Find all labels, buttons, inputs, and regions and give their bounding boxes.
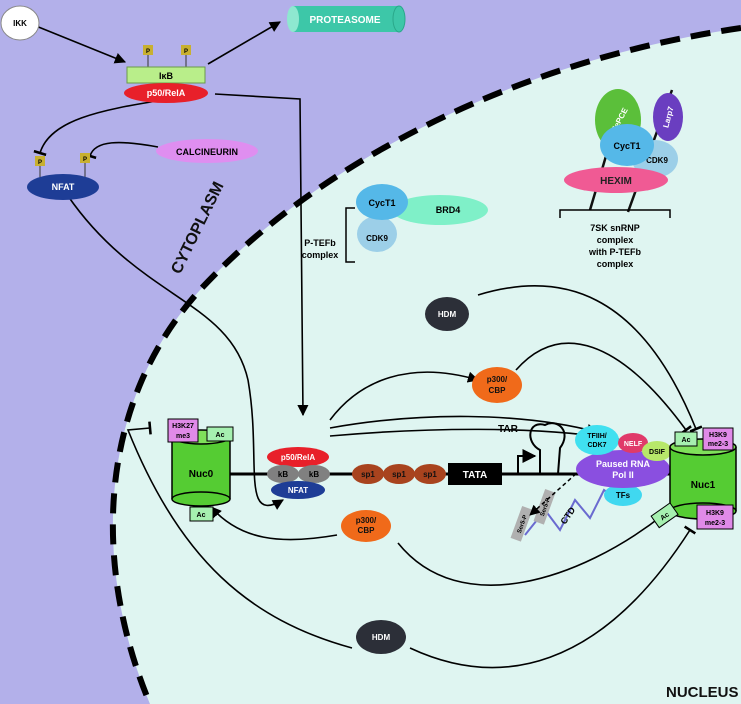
svg-text:Nuc0: Nuc0 [189,469,214,480]
nucleus-label: NUCLEUS [666,684,739,701]
svg-text:P: P [146,49,150,55]
svg-text:p300/: p300/ [356,516,377,525]
nucleus-region [112,28,741,704]
snrnp-complex: MePCE Larp7 CDK9 CycT1 HEXIM 7SK snRNP c… [559,89,683,269]
p300-cbp-top: p300/ CBP [472,367,522,403]
proteasome: PROTEASOME [287,5,406,33]
sp1-site-2: sp1 [383,464,415,484]
svg-text:TFs: TFs [616,491,631,500]
svg-text:with P-TEFb: with P-TEFb [588,247,641,257]
svg-text:CDK9: CDK9 [366,234,388,243]
svg-text:BRD4: BRD4 [436,205,461,215]
svg-text:H3K9: H3K9 [709,432,727,439]
nuclear-envelope [109,25,741,704]
svg-text:P: P [38,160,42,166]
svg-text:IKK: IKK [13,19,27,28]
svg-text:Nuc1: Nuc1 [691,480,716,491]
svg-text:kB: kB [309,470,319,479]
hdm-top: HDM [425,297,469,331]
nfat-nuclear: NFAT [271,481,325,499]
svg-text:TAR: TAR [498,424,519,435]
svg-text:Pol II: Pol II [612,470,634,480]
svg-text:PROTEASOME: PROTEASOME [309,15,380,26]
svg-text:CycT1: CycT1 [368,198,395,208]
calcineurin: CALCINEURIN [156,139,258,163]
paused-rna-pol-ii: Paused RNA Pol II [576,450,670,488]
phospho-mark [35,156,45,166]
svg-text:Ac: Ac [197,512,206,519]
svg-text:me3: me3 [176,433,190,440]
ikk: IKK [0,5,40,41]
svg-text:7SK snRNP: 7SK snRNP [590,223,640,233]
svg-text:Paused RNA: Paused RNA [596,459,651,469]
ptefb-complex: BRD4 CDK9 CycT1 P-TEFb complex [302,184,488,263]
ac-mark: Ac [650,502,679,529]
tfs: TFs [604,484,642,506]
phospho-mark [143,45,153,55]
dsif: DSIF [642,441,672,461]
sp1-site-3: sp1 [414,464,446,484]
phospho-mark [80,153,90,163]
ac-mark: Ac [206,426,234,442]
nelf: NELF [618,433,648,453]
p300-cbp-bottom: p300/ CBP [341,510,391,542]
ikb-complex: P P IκB p50/RelA [124,45,208,103]
svg-text:H3K9: H3K9 [706,510,724,517]
svg-text:complex: complex [597,235,634,245]
svg-text:kB: kB [278,470,288,479]
svg-text:IκB: IκB [159,71,174,81]
svg-text:P-TEFb: P-TEFb [304,238,336,248]
svg-text:H3K27: H3K27 [172,423,194,430]
transcription-start-arrow [517,449,537,474]
svg-text:CDK7: CDK7 [587,442,606,449]
svg-text:complex: complex [597,259,634,269]
svg-text:TATA: TATA [463,470,487,481]
svg-text:HDM: HDM [372,633,391,642]
p50-rela-nuclear: p50/RelA [267,447,329,467]
svg-text:CBP: CBP [358,526,376,535]
svg-text:Ac: Ac [216,432,225,439]
svg-text:NELF: NELF [624,441,643,448]
svg-text:P: P [184,49,188,55]
hdm-bottom: HDM [356,620,406,654]
svg-text:me2-3: me2-3 [708,441,728,448]
svg-text:p300/: p300/ [487,375,508,384]
kb-site-2: kB [298,465,330,483]
tar-hairpin: TAR [498,422,566,475]
h3k9me2-3-mark: H3K9 me2-3 [696,504,734,530]
svg-text:HEXIM: HEXIM [600,176,632,187]
ac-mark: Ac [189,506,214,522]
svg-text:CBP: CBP [489,386,507,395]
svg-text:NFAT: NFAT [288,486,308,495]
svg-text:complex: complex [302,250,339,260]
svg-text:p50/RelA: p50/RelA [281,453,315,462]
svg-text:NFAT: NFAT [52,182,75,192]
phospho-mark [181,45,191,55]
svg-text:Ac: Ac [682,437,691,444]
tata-box: TATA [448,463,502,485]
nfat-cytoplasm: P P NFAT [27,153,99,200]
h3k27me3-mark: H3K27 me3 [167,418,199,443]
svg-text:CDK9: CDK9 [646,156,668,165]
svg-text:P: P [83,157,87,163]
sp1-site-1: sp1 [352,464,384,484]
svg-text:sp1: sp1 [423,470,437,479]
h3k9me2-3-mark: H3K9 me2-3 [702,427,734,451]
svg-text:p50/RelA: p50/RelA [147,88,186,98]
svg-text:Ac: Ac [659,511,670,522]
svg-text:sp1: sp1 [361,470,375,479]
svg-text:CALCINEURIN: CALCINEURIN [176,147,238,157]
connectors [33,21,703,669]
tfiih-cdk7: TFIIH/ CDK7 [575,425,619,455]
svg-text:me2-3: me2-3 [705,520,725,527]
ac-mark: Ac [674,431,698,447]
svg-text:CycT1: CycT1 [613,141,640,151]
svg-text:DSIF: DSIF [649,449,666,456]
svg-text:sp1: sp1 [392,470,406,479]
svg-text:TFIIH/: TFIIH/ [587,433,606,440]
kb-site-1: kB [267,465,299,483]
svg-text:HDM: HDM [438,310,457,319]
